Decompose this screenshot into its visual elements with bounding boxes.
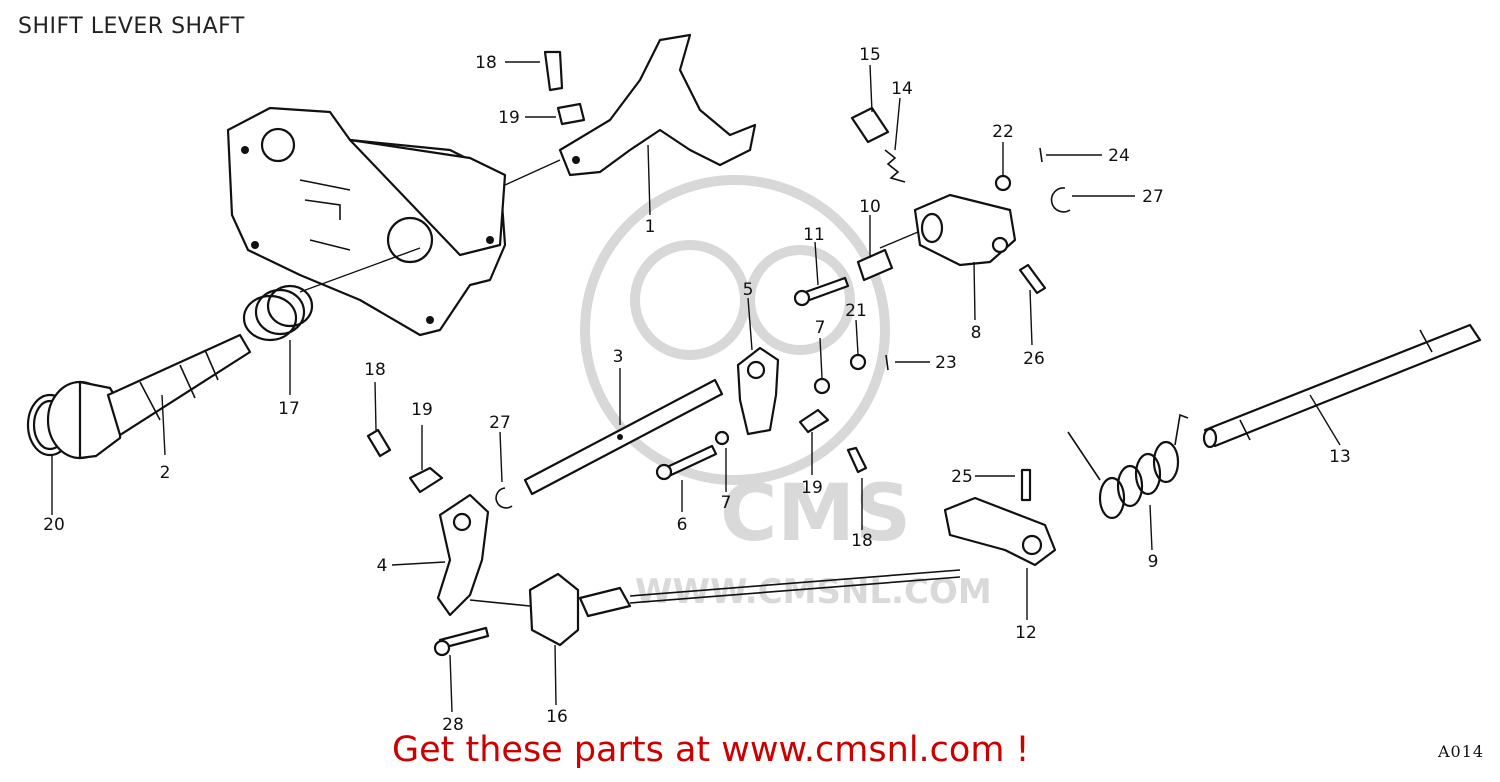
part-10-collar [856,248,894,282]
callout-labels: 1 2 3 4 5 6 7 7 8 9 10 11 12 13 14 15 16… [43,45,1351,735]
callout-16: 16 [546,707,568,727]
callout-7-upper: 7 [815,318,826,338]
cms-watermark: CMS WWW.CMSNL.COM [580,175,992,612]
part-19-washer-left [408,466,444,494]
gearshift-housing [226,106,507,337]
part-15-collar [850,106,890,144]
callout-4: 4 [377,556,388,576]
callout-27-right: 27 [1142,187,1164,207]
callout-27-left: 27 [489,413,511,433]
part-21-washer [849,353,867,371]
part-26-dowel-pin [1018,263,1047,295]
part-22-washer [994,174,1012,192]
part-24-cotter-pin [1039,147,1043,163]
part-11-bolt [793,276,850,307]
callout-19-middle: 19 [801,478,823,498]
part-3-shift-drum-shaft [523,378,724,496]
part-7-washer-lower [714,430,730,446]
page-title: SHIFT LEVER SHAFT [18,14,245,39]
callout-2: 2 [160,463,171,483]
callout-15: 15 [859,45,881,65]
part-27-circlip-right [1050,187,1071,213]
callout-21: 21 [845,301,867,321]
part-6-bolt [655,444,718,481]
part-19-washer-middle [798,408,830,434]
part-18-bolt-middle [846,446,868,474]
part-28-bolt [433,626,490,657]
callout-11: 11 [803,225,825,245]
callout-13: 13 [1329,447,1351,467]
callout-18-middle: 18 [851,531,873,551]
part-7-washer-upper [813,377,831,395]
callout-12: 12 [1015,623,1037,643]
callout-7-lower: 7 [721,493,732,513]
callout-23: 23 [935,353,957,373]
part-13-shift-shaft [1202,323,1482,449]
callout-1: 1 [645,217,656,237]
part-25-pin [1020,468,1032,502]
callout-10: 10 [859,197,881,217]
part-2-shaft [46,333,252,460]
callout-24: 24 [1108,146,1130,166]
part-14-detent-spring [884,149,906,183]
callout-19-left: 19 [411,400,433,420]
callout-8: 8 [971,323,982,343]
callout-18-left: 18 [364,360,386,380]
part-27-circlip-left [495,487,513,509]
watermark-logo-text: CMS [720,469,911,559]
part-23-cotter-pin [885,354,889,371]
part-17-spring [242,284,314,342]
part-18-bolt-top [543,50,564,92]
callout-28: 28 [442,715,464,735]
leader-lines [51,61,1341,713]
part-18-bolt-left [366,428,392,458]
diagram-code: A014 [1438,742,1485,761]
part-1-shift-fork [504,33,757,186]
callout-17: 17 [278,399,300,419]
callout-22: 22 [992,122,1014,142]
callout-20: 20 [43,515,65,535]
callout-26: 26 [1023,349,1045,369]
footer-link-text[interactable]: Get these parts at www.cmsnl.com ! [392,730,1030,770]
part-8-stopper-arm [879,193,1017,267]
callout-5: 5 [743,280,754,300]
callout-25: 25 [951,467,973,487]
part-5-fork-joint [736,346,780,436]
callout-6: 6 [677,515,688,535]
part-12-shift-arm [943,496,1057,567]
callout-14: 14 [891,79,913,99]
callout-3: 3 [613,347,624,367]
part-4-shift-lever [436,493,531,617]
callout-19-top: 19 [498,108,520,128]
part-19-washer-top [556,102,586,126]
part-9-return-spring [1067,413,1189,520]
callout-9: 9 [1148,552,1159,572]
callout-18-top: 18 [475,53,497,73]
part-16-cable-holder [528,569,961,647]
